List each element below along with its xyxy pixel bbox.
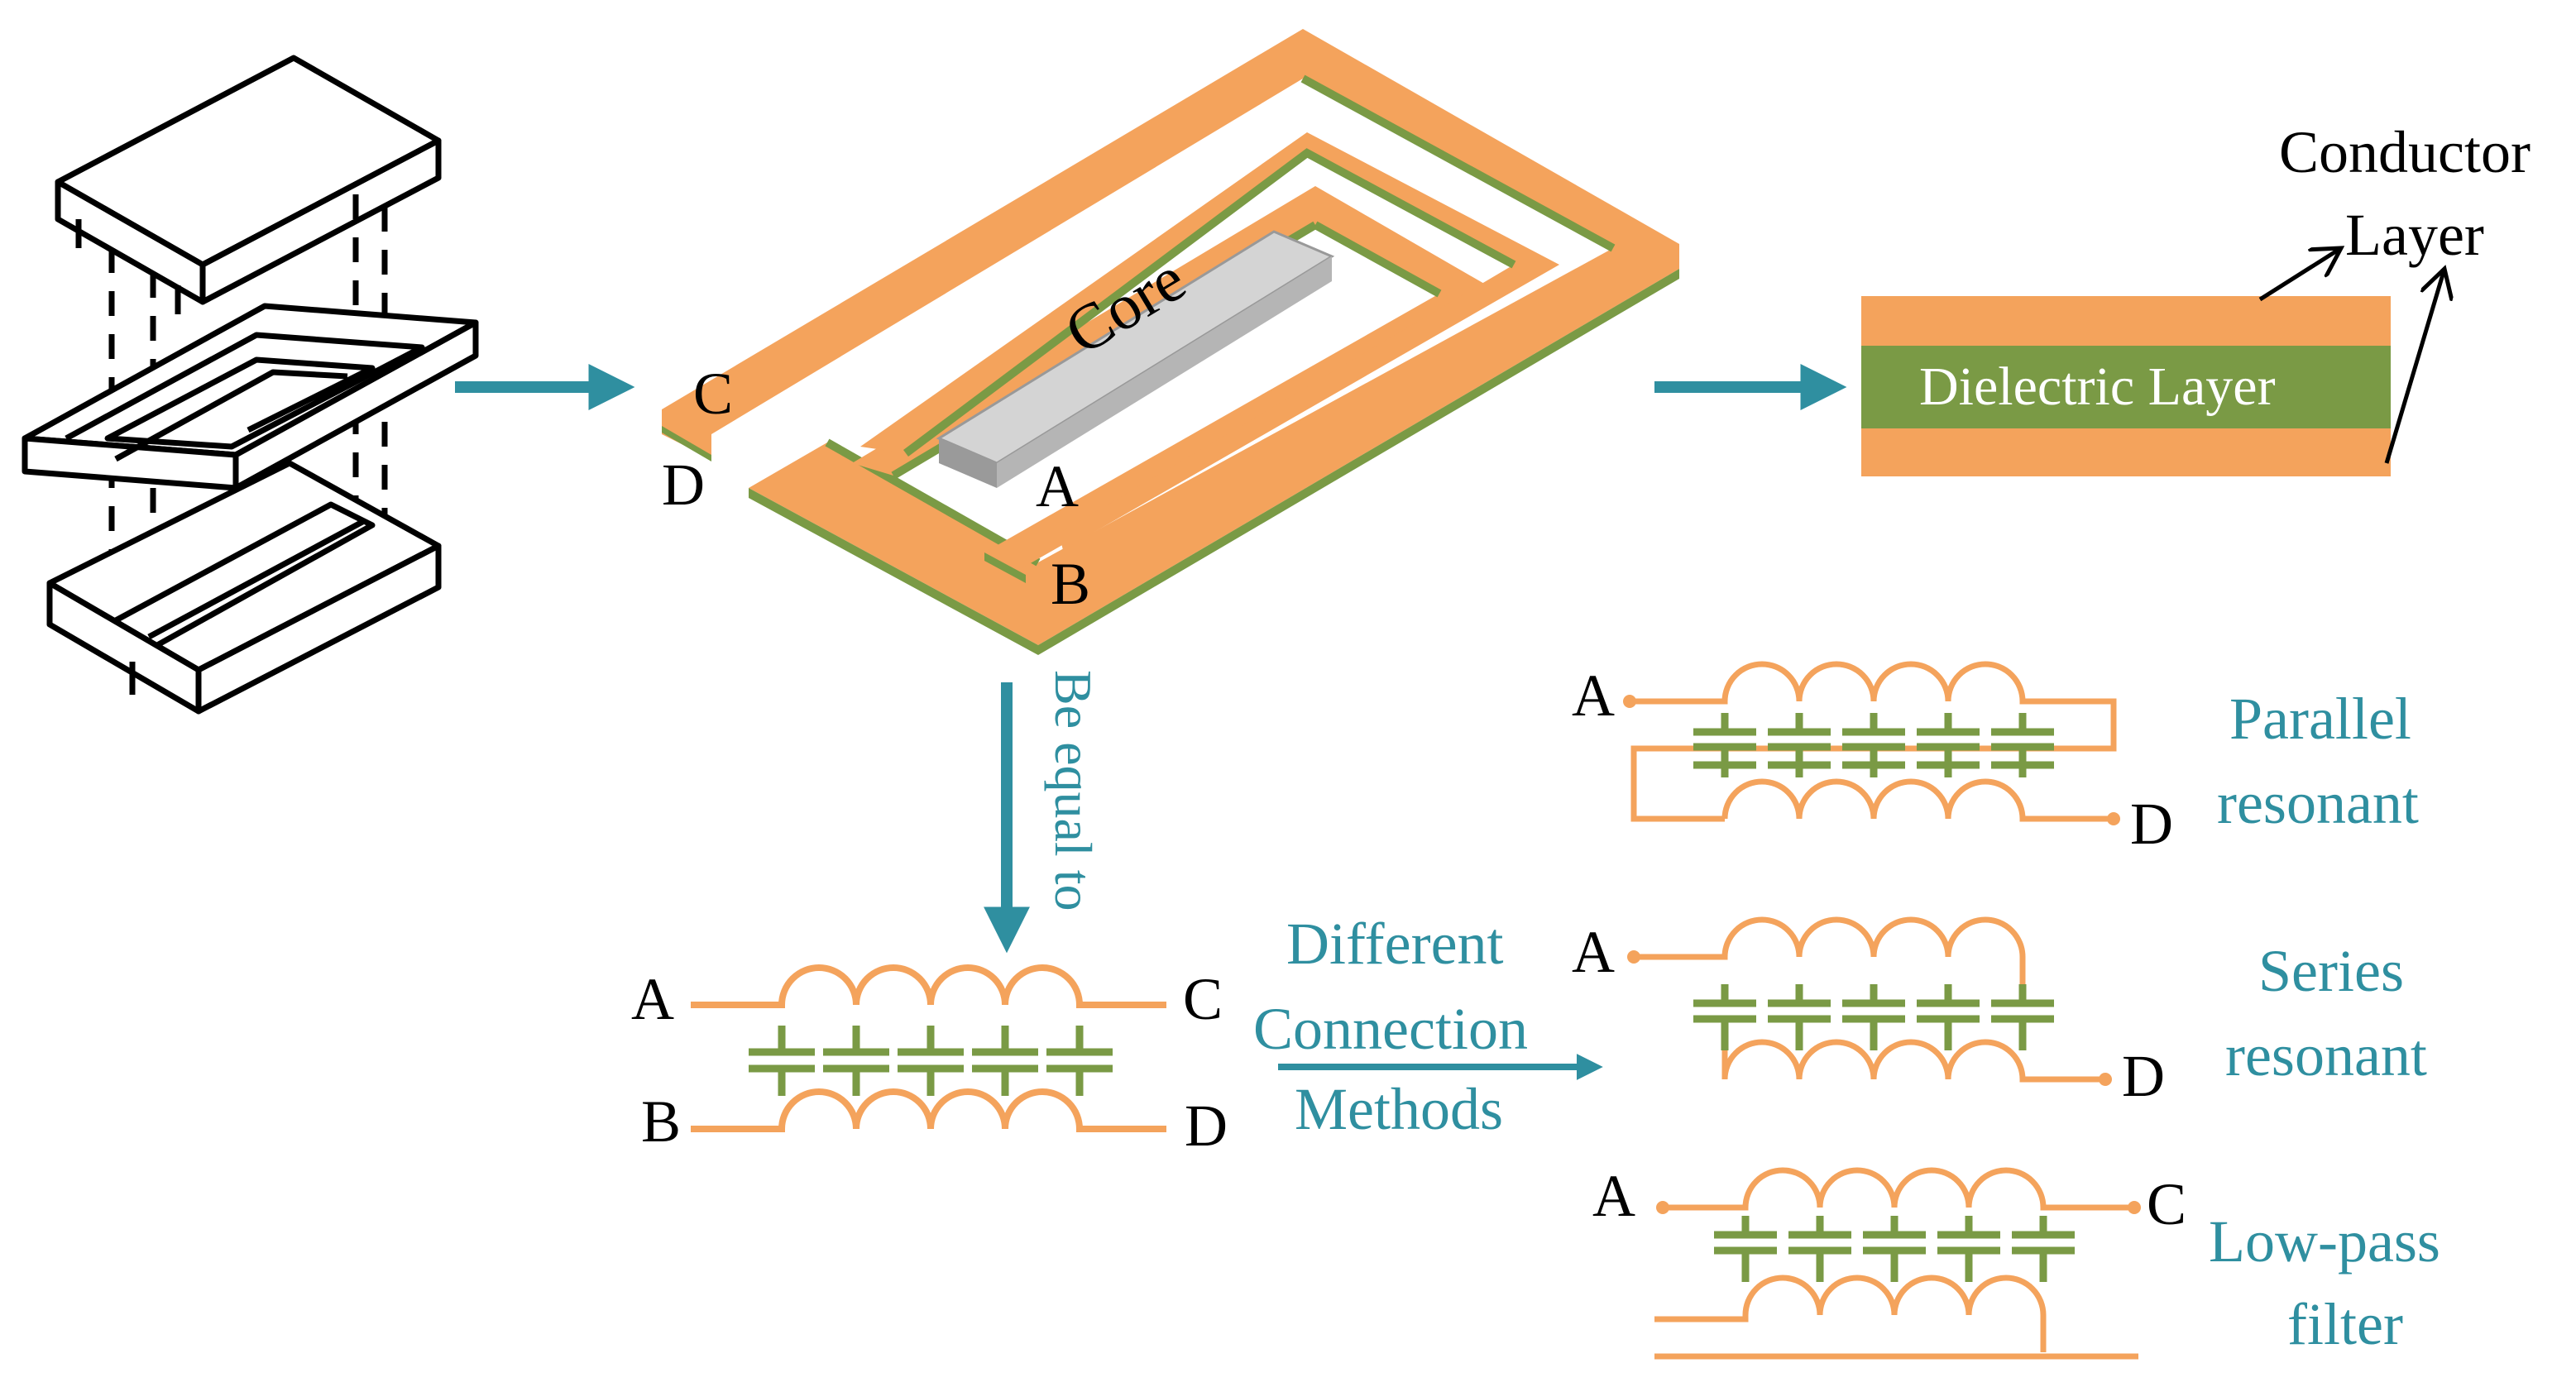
parallel-terminal-d: D — [2130, 791, 2173, 857]
dielectric-layer-label: Dielectric Layer — [1919, 356, 2276, 417]
lowpass-terminal-c: C — [2147, 1171, 2187, 1237]
conductor-layer-bottom — [1861, 428, 2391, 476]
terminal-d-top: D — [662, 452, 705, 518]
equiv-terminal-a: A — [631, 966, 674, 1032]
be-equal-to-label: Be equal to — [1044, 670, 1103, 911]
exploded-structure-drawing — [22, 55, 479, 715]
conductor-pointer-1 — [2258, 248, 2341, 302]
conductor-layer-label-line1: Conductor — [2279, 119, 2531, 185]
conductor-layer-label-line2: Layer — [2345, 202, 2484, 268]
coil-bottom — [691, 1088, 1166, 1132]
series-terminal-d: D — [2122, 1043, 2165, 1109]
equivalent-circuit — [691, 964, 1166, 1132]
circuit-series-resonant — [1627, 916, 2112, 1086]
terminal-c-top: C — [693, 361, 734, 427]
parallel-resonant-label-line2: resonant — [2217, 770, 2419, 836]
conductor-layer-top — [1861, 296, 2391, 346]
series-resonant-label-line1: Series — [2258, 938, 2404, 1004]
dielectric-layer-rect — [1861, 346, 2391, 428]
parallel-resonant-label-line1: Parallel — [2229, 686, 2411, 752]
parallel-terminal-a: A — [1572, 662, 1615, 729]
equiv-terminal-d: D — [1185, 1093, 1228, 1159]
lowpass-filter-label-line1: Low-pass — [2209, 1208, 2440, 1275]
conductor-pointer-2 — [2384, 269, 2444, 464]
equiv-terminal-b: B — [641, 1088, 682, 1155]
circuit-parallel-resonant — [1623, 661, 2120, 825]
connection-label-line2: Connection — [1253, 996, 1528, 1062]
coil-top — [691, 964, 1166, 1008]
equiv-terminal-c: C — [1183, 966, 1223, 1032]
terminal-a-top: A — [1036, 453, 1079, 519]
connection-label-line1: Different — [1286, 911, 1504, 977]
lowpass-filter-label-line2: filter — [2287, 1291, 2403, 1357]
connection-label-line3: Methods — [1295, 1076, 1503, 1142]
capacitor-array — [749, 1026, 1113, 1096]
layer-cross-section — [1861, 296, 2391, 476]
spiral-conductor — [662, 29, 1679, 655]
circuit-low-pass-filter — [1654, 1167, 2141, 1360]
series-resonant-label-line2: resonant — [2225, 1022, 2427, 1088]
terminal-b-top: B — [1051, 551, 1091, 617]
series-terminal-a: A — [1572, 919, 1615, 985]
lowpass-terminal-a: A — [1592, 1163, 1635, 1229]
